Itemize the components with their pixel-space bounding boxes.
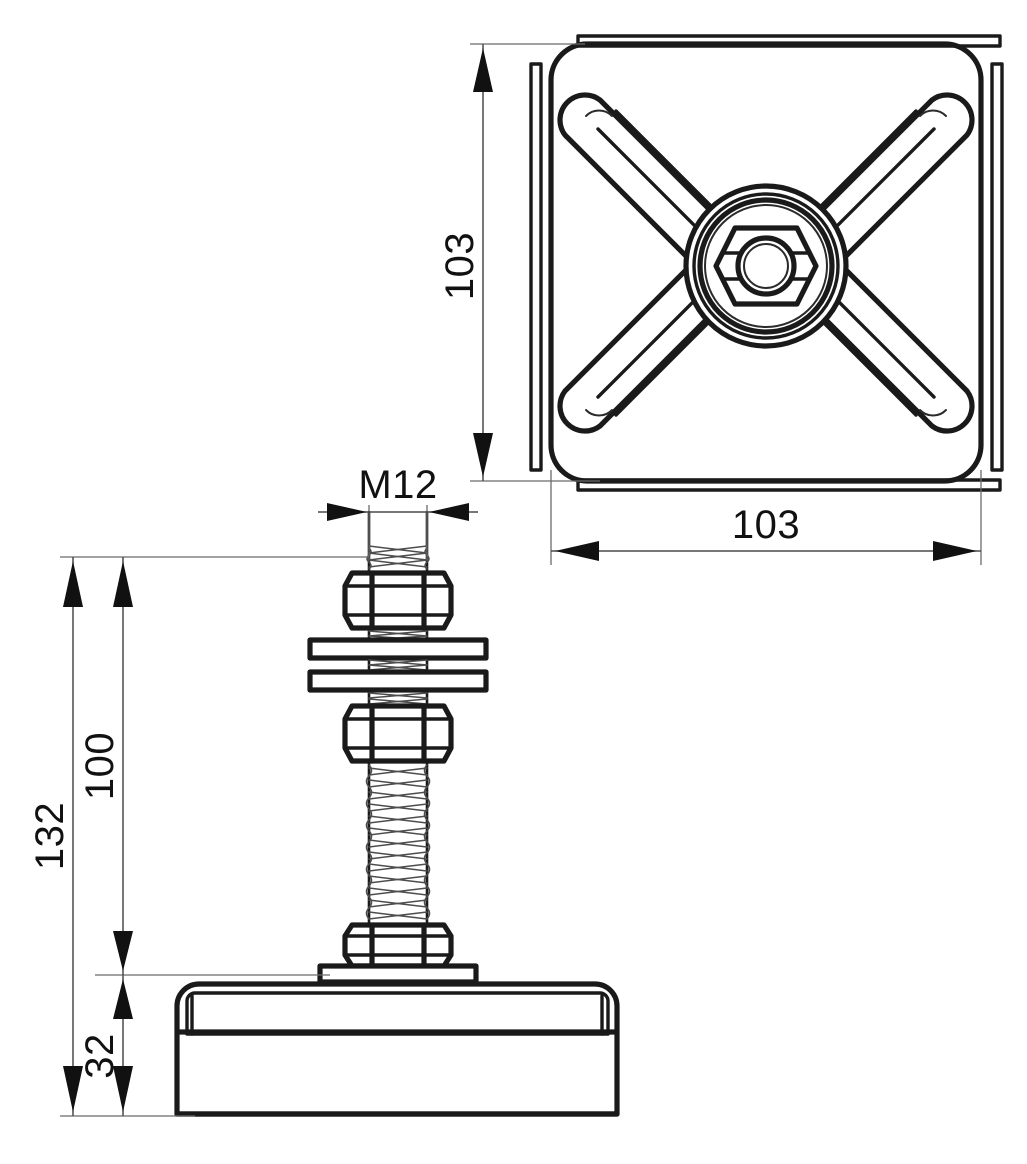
- plan-hex-nut: [713, 225, 819, 307]
- dimension-plate-height: 103: [438, 43, 600, 482]
- dimension-overall-height-label: 132: [28, 802, 72, 870]
- base-neck-collar: [317, 963, 479, 985]
- base-pad: [174, 981, 620, 1117]
- dimension-plate-width-label: 103: [732, 503, 800, 547]
- dimension-overall-height: 132: [28, 557, 83, 1116]
- lower-hex-nut: [342, 922, 454, 969]
- plan-view: [529, 34, 1004, 492]
- plan-plate-outline: [548, 41, 984, 484]
- dimension-stud-height: 100: [78, 557, 133, 975]
- threaded-shank: [365, 759, 431, 927]
- upper-washer-plate: [307, 637, 489, 661]
- dimension-thread-label: M12: [358, 463, 437, 507]
- lower-washer-plate: [307, 669, 489, 693]
- dimension-thread-callout: M12: [318, 463, 478, 560]
- dimension-base-height: 32: [78, 975, 133, 1116]
- threaded-stud-top: [366, 510, 430, 572]
- dimension-plate-width: 103: [550, 470, 982, 565]
- dimension-plate-height-label: 103: [438, 232, 482, 300]
- dimension-stud-height-label: 100: [78, 732, 122, 800]
- middle-hex-nut: [342, 703, 454, 764]
- upper-hex-nut: [342, 570, 454, 631]
- dimension-base-height-label: 32: [78, 1033, 122, 1079]
- threaded-stud-seg-c: [367, 688, 429, 708]
- side-elevation-view: [174, 510, 620, 1117]
- elevation-extension-lines: [60, 556, 369, 1117]
